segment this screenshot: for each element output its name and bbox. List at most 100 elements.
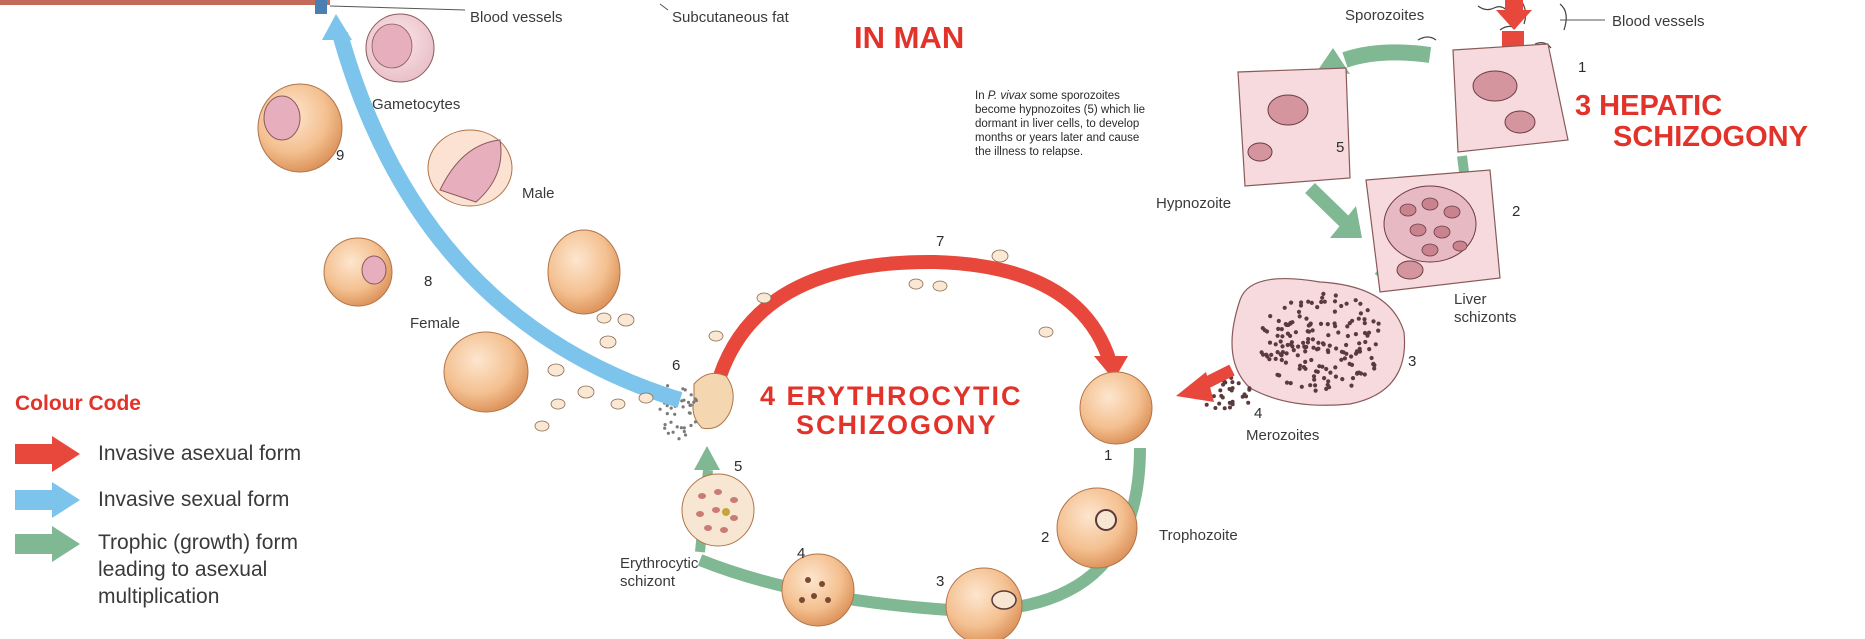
merozoite-dot <box>1274 342 1278 346</box>
vivax-note-line-1: In P. vivax some sporozoites <box>975 90 1120 102</box>
merozoite-dot <box>1322 342 1326 346</box>
merozoite-dot <box>1312 378 1316 382</box>
gametocyte-female-8 <box>324 238 392 306</box>
merozoite-dot <box>1334 375 1338 379</box>
merozoite-dot <box>1320 365 1324 369</box>
merozoite-dot <box>1219 394 1223 398</box>
merozoite-dot <box>1304 317 1308 321</box>
rbc-stage-4 <box>782 554 854 626</box>
merozoite-dot <box>1285 351 1289 355</box>
vivax-note-line-2: become hypnozoites (5) which lie <box>975 104 1145 116</box>
merozoite-dot <box>1280 358 1284 362</box>
merozoite-dot <box>1354 298 1358 302</box>
title-hepatic-1: 3 HEPATIC <box>1575 90 1722 122</box>
merozoite-dot <box>1284 322 1288 326</box>
svg-text:Invasive sexual form: Invasive sexual form <box>98 488 289 511</box>
merozoite-dot <box>1261 326 1265 330</box>
gametocyte-top <box>366 14 434 82</box>
merozoite-dot <box>1326 322 1330 326</box>
merozoite-dot <box>1280 344 1284 348</box>
merozoite-dot <box>1362 317 1366 321</box>
merozoite-dot <box>1339 304 1343 308</box>
merozoite-dot <box>1221 383 1225 387</box>
merozoite-dot <box>1336 330 1340 334</box>
rbc-normal-bottom <box>444 332 528 412</box>
merozoite-dot <box>1311 346 1315 350</box>
merozoite-dot <box>1326 348 1330 352</box>
merozoite-dot <box>1289 381 1293 385</box>
merozoite-dot <box>1348 362 1352 366</box>
merozoite-dot <box>687 401 690 404</box>
merozoite-dot <box>664 423 667 426</box>
merozoite-dot <box>1351 376 1355 380</box>
merozoite-dot <box>1311 328 1315 332</box>
merozoite-dot <box>1309 322 1313 326</box>
merozoite-dot <box>670 407 673 410</box>
skin-strip <box>0 0 330 14</box>
merozoite-dot <box>1260 350 1264 354</box>
merozoite-dot <box>1322 376 1326 380</box>
merozoite-dot <box>1303 349 1307 353</box>
merozoite-dot <box>1298 314 1302 318</box>
merozoite-dot <box>1288 334 1292 338</box>
merozoite-dot <box>1326 379 1330 383</box>
merozoite-dot <box>1228 401 1232 405</box>
legend-swatch-asexual <box>15 436 80 472</box>
merozoite-dot <box>684 433 687 436</box>
merozoite-dot <box>682 399 685 402</box>
merozoite-dot <box>1333 365 1337 369</box>
rbc-stage-5-schizont <box>682 474 754 546</box>
merozoite-dot <box>1359 311 1363 315</box>
merozoite-dot <box>1285 381 1289 385</box>
merozoite-dot <box>1340 377 1344 381</box>
merozoite-dot <box>1367 347 1371 351</box>
merozoite-dot <box>1371 319 1375 323</box>
merozoite-dot <box>1269 353 1273 357</box>
merozoite-dot <box>1281 350 1285 354</box>
merozoite-dot <box>1344 343 1348 347</box>
merozoite-dot <box>1294 330 1298 334</box>
merozoite-dot <box>1244 394 1248 398</box>
merozoite-dot <box>1344 352 1348 356</box>
hepatocyte-3-rupturing <box>1192 279 1404 411</box>
rbc-normal-top <box>548 230 620 314</box>
number-erythrocytic-1: 1 <box>1104 447 1112 464</box>
sporozoites-squiggles <box>1418 2 1566 48</box>
merozoite-dot <box>676 425 679 428</box>
merozoite-dot <box>1334 293 1338 297</box>
label-trophozoite: Trophozoite <box>1159 527 1238 544</box>
merozoite-dot <box>1205 403 1209 407</box>
merozoite-dot <box>689 424 692 427</box>
merozoite-dot <box>1300 385 1304 389</box>
merozoite-dot <box>1372 366 1376 370</box>
merozoite-dot <box>1374 342 1378 346</box>
merozoite-dot <box>1367 331 1371 335</box>
merozoite-dot <box>1333 321 1337 325</box>
cycle-arrowhead-green <box>694 446 720 470</box>
label-gametocytes: Gametocytes <box>372 96 460 113</box>
label-liver-schizonts-1: Liver <box>1454 291 1487 308</box>
number-erythrocytic-4: 4 <box>797 545 805 562</box>
merozoite-dot <box>1321 292 1325 296</box>
label-hypnozoite: Hypnozoite <box>1156 195 1231 212</box>
merozoite-dot <box>1370 356 1374 360</box>
merozoite-dot <box>680 426 683 429</box>
merozoite-dot <box>1355 371 1359 375</box>
merozoite-dot <box>1306 337 1310 341</box>
label-female: Female <box>410 315 460 332</box>
number-erythrocytic-2: 2 <box>1041 529 1049 546</box>
merozoite-dot <box>1348 321 1352 325</box>
number-gametocyte-9: 9 <box>336 147 344 164</box>
merozoite-dot <box>1290 320 1294 324</box>
merozoite-dot <box>1311 337 1315 341</box>
merozoite-dot <box>1247 388 1251 392</box>
legend-title: Colour Code <box>15 392 141 415</box>
merozoite-dot <box>1313 383 1317 387</box>
label-erythrocytic-schizont-1: Erythrocytic <box>620 555 699 572</box>
merozoite-dot <box>1279 339 1283 343</box>
merozoite-dot <box>1357 341 1361 345</box>
label-blood-vessels-left: Blood vessels <box>470 9 563 26</box>
merozoite-dot <box>681 387 684 390</box>
merozoite-dot <box>1303 360 1307 364</box>
merozoite-dot <box>1315 305 1319 309</box>
